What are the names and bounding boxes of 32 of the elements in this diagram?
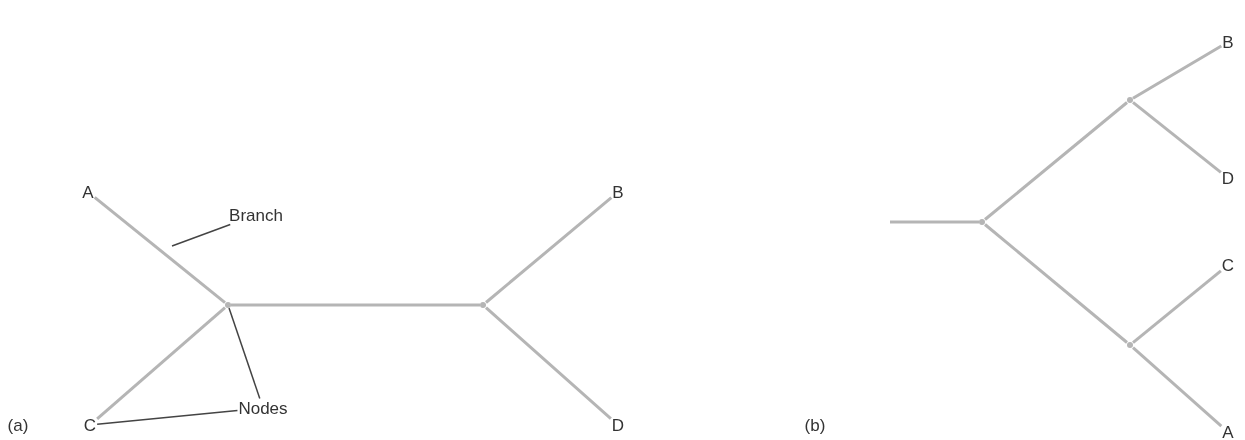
panel-label: (a) (6, 415, 30, 435)
branch-line (231, 303, 480, 307)
panel-label: (b) (803, 415, 827, 435)
tip-label: A (81, 182, 95, 202)
tip-label: D (610, 415, 626, 435)
branch-line (890, 220, 979, 224)
tip-label: C (82, 415, 98, 435)
branch-line (96, 306, 226, 420)
branch-line (984, 101, 1128, 221)
tip-label: D (1220, 168, 1236, 188)
junction-point (1127, 342, 1133, 348)
callout-label: Nodes (237, 398, 289, 418)
leader-line (171, 223, 231, 247)
junction-point (480, 302, 486, 308)
branch-line (1132, 44, 1223, 100)
junction-point (225, 302, 231, 308)
branch-line (1132, 101, 1222, 174)
tip-label: B (1221, 32, 1235, 52)
tip-label: C (1220, 255, 1236, 275)
tip-label: A (1221, 422, 1235, 440)
branch-line (1132, 346, 1223, 428)
leader-line (228, 307, 261, 400)
junction-point (1127, 97, 1133, 103)
branch-line (485, 306, 612, 420)
leader-line (96, 409, 239, 426)
branch-line (485, 196, 613, 304)
callout-label: Branch (228, 205, 284, 225)
tip-label: B (611, 182, 625, 202)
branch-line (93, 196, 226, 304)
branch-line (984, 223, 1128, 344)
branch-line (1132, 269, 1222, 344)
junction-point (979, 219, 985, 225)
